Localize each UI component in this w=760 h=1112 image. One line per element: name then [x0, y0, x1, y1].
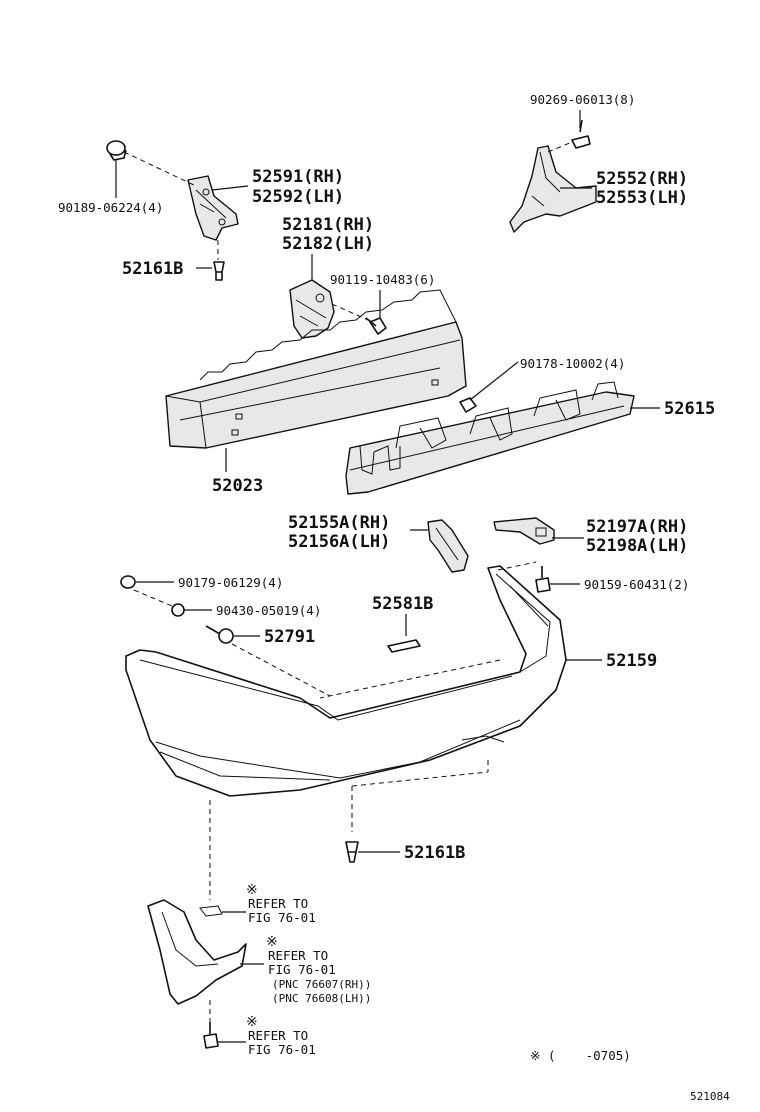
label-52198a: 52198A(LH) — [586, 536, 688, 556]
screw-90269 — [571, 119, 591, 149]
label-52159: 52159 — [606, 651, 657, 671]
clip-52791 — [205, 625, 234, 644]
nut-90189 — [106, 140, 127, 161]
ref2-mark: ※ — [266, 934, 278, 950]
label-52581b: 52581B — [372, 594, 433, 614]
ref3-mark: ※ — [246, 1014, 258, 1030]
label-52156a: 52156A(LH) — [288, 532, 390, 552]
label-52553: 52553(LH) — [596, 188, 688, 208]
label-52023: 52023 — [212, 476, 263, 496]
label-90430: 90430-05019(4) — [216, 603, 321, 618]
ref3-line2: FIG 76-01 — [248, 1042, 316, 1057]
nut-90179 — [120, 575, 136, 589]
label-90119: 90119-10483(6) — [330, 272, 435, 287]
grommet-90430 — [171, 603, 185, 617]
ref1-mark: ※ — [246, 882, 258, 898]
ref1-line1: REFER TO — [248, 896, 308, 911]
label-52591: 52591(RH) — [252, 167, 344, 187]
ref2-line2: FIG 76-01 — [268, 962, 336, 977]
nut-90178 — [459, 397, 477, 413]
label-52161b-bottom: 52161B — [404, 843, 465, 863]
bracket-52155a — [427, 519, 469, 573]
clip-52161b-top — [213, 261, 225, 281]
ref1-line2: FIG 76-01 — [248, 910, 316, 925]
ref2-pnc-lh: (PNC 76608(LH)) — [272, 992, 371, 1005]
bumper-cover-52159 — [125, 565, 567, 797]
label-52791: 52791 — [264, 627, 315, 647]
screw-mudguard — [203, 1022, 219, 1049]
ref2-pnc-rh: (PNC 76607(RH)) — [272, 978, 371, 991]
bracket-52197a — [493, 517, 555, 545]
bracket-52181 — [289, 279, 335, 339]
label-52181: 52181(RH) — [282, 215, 374, 235]
absorber-52615 — [345, 381, 635, 495]
ref2-line1: REFER TO — [268, 948, 328, 963]
label-90178: 90178-10002(4) — [520, 356, 625, 371]
ref3-line1: REFER TO — [248, 1028, 308, 1043]
label-52615: 52615 — [664, 399, 715, 419]
figure-code: 521084 — [690, 1090, 730, 1103]
label-52155a: 52155A(RH) — [288, 513, 390, 533]
label-90159: 90159-60431(2) — [584, 577, 689, 592]
bracket-52591 — [187, 175, 239, 241]
clip-52161b-bottom — [345, 841, 359, 863]
label-52197a: 52197A(RH) — [586, 517, 688, 537]
pad-52581b — [387, 639, 421, 653]
label-90179: 90179-06129(4) — [178, 575, 283, 590]
footnote: ※ ( -0705) — [530, 1048, 631, 1063]
bolt-90119 — [365, 317, 387, 335]
bolt-90159 — [535, 566, 551, 593]
label-90189: 90189-06224(4) — [58, 200, 163, 215]
reinforcement-52023 — [165, 289, 467, 449]
label-52182: 52182(LH) — [282, 234, 374, 254]
label-90269: 90269-06013(8) — [530, 92, 635, 107]
label-52161b-top: 52161B — [122, 259, 183, 279]
mudguard — [147, 899, 247, 1005]
label-52552: 52552(RH) — [596, 169, 688, 189]
label-52592: 52592(LH) — [252, 187, 344, 207]
bracket-52552 — [509, 145, 597, 233]
